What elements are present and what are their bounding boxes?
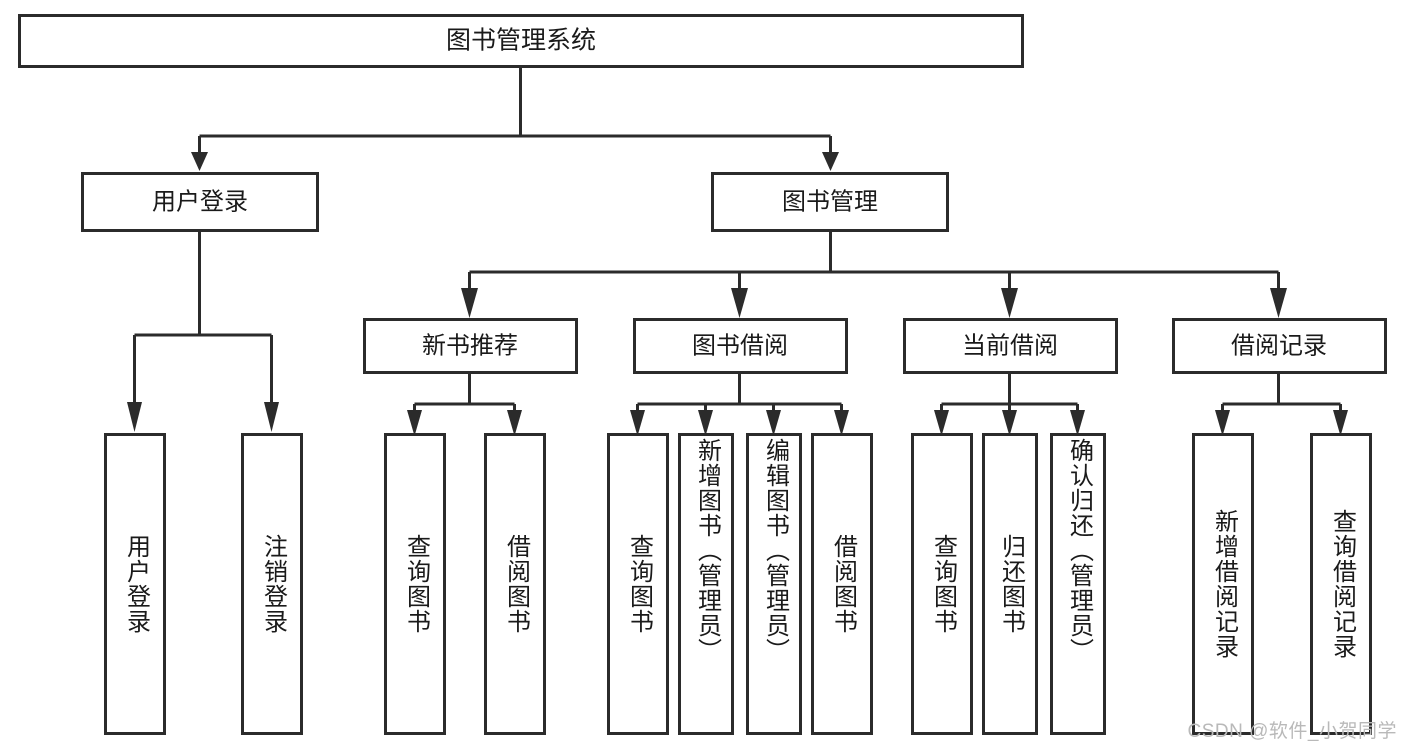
leaf-add-record-box[interactable] <box>1192 433 1254 735</box>
leaf-query-book-1-box[interactable] <box>384 433 446 735</box>
arrow-head-current-borrow <box>1001 288 1018 318</box>
arrow-head-user-login <box>191 152 208 171</box>
node-root[interactable]: 图书管理系统 <box>18 14 1024 68</box>
leaf-logout-login-box[interactable] <box>241 433 303 735</box>
leaf-add-book-box[interactable] <box>678 433 734 735</box>
node-borrow-record-box[interactable] <box>1172 318 1387 374</box>
connectors-root-to-level2 <box>191 67 839 171</box>
leaf-return-book-box[interactable] <box>982 433 1038 735</box>
arrow-head-leaf-edit-book <box>766 410 781 436</box>
node-root-label: 图书管理系统 <box>446 27 596 55</box>
arrow-head-leaf-query-book-1 <box>407 410 422 436</box>
arrow-head-leaf-borrow-book-1 <box>507 410 522 436</box>
node-current-borrow-box[interactable] <box>903 318 1118 374</box>
connectors-user-login-to-leaves <box>127 232 279 432</box>
node-new-book-recommend-label: 新书推荐 <box>422 332 518 359</box>
leaf-boxes <box>104 433 1372 735</box>
connectors-book-borrow-to-leaves <box>630 373 849 436</box>
leaf-confirm-return-box[interactable] <box>1050 433 1106 735</box>
leaf-borrow-book-1-box[interactable] <box>484 433 546 735</box>
node-book-borrow-box[interactable] <box>633 318 848 374</box>
node-book-borrow-label: 图书借阅 <box>692 332 788 359</box>
node-new-book-recommend-box[interactable] <box>363 318 578 374</box>
node-book-borrow[interactable]: 图书借阅 <box>633 318 848 374</box>
arrow-head-borrow-record <box>1270 288 1287 318</box>
node-book-management-box[interactable] <box>711 172 949 232</box>
node-borrow-record[interactable]: 借阅记录 <box>1172 318 1387 374</box>
arrow-head-book-management <box>822 152 839 171</box>
connectors-current-borrow-to-leaves <box>934 373 1085 436</box>
leaf-user-login-box[interactable] <box>104 433 166 735</box>
node-new-book-recommend[interactable]: 新书推荐 <box>363 318 578 374</box>
node-user-login-label: 用户登录 <box>152 188 248 215</box>
arrow-head-leaf-add-book <box>698 410 713 436</box>
node-root-box[interactable] <box>18 14 1024 68</box>
leaf-edit-book-box[interactable] <box>746 433 802 735</box>
connectors-new-book-recommend-to-leaves <box>407 373 522 436</box>
arrow-head-leaf-borrow-book-2 <box>834 410 849 436</box>
connectors-borrow-record-to-leaves <box>1215 373 1348 436</box>
node-current-borrow-label: 当前借阅 <box>962 332 1058 359</box>
csdn-watermark: CSDN @软件_小贺同学 <box>1187 721 1397 742</box>
arrow-head-new-book-recommend <box>461 288 478 318</box>
leaf-query-record-box[interactable] <box>1310 433 1372 735</box>
node-borrow-record-label: 借阅记录 <box>1231 332 1327 359</box>
node-user-login[interactable]: 用户登录 <box>81 172 319 232</box>
arrow-head-leaf-query-record <box>1333 410 1348 436</box>
arrow-head-leaf-query-book-3 <box>934 410 949 436</box>
arrow-head-leaf-add-record <box>1215 410 1230 436</box>
arrow-head-leaf-confirm-return <box>1070 410 1085 436</box>
leaf-query-book-3-box[interactable] <box>911 433 973 735</box>
node-user-login-box[interactable] <box>81 172 319 232</box>
node-book-management-label: 图书管理 <box>782 188 878 215</box>
arrow-head-leaf-return-book <box>1002 410 1017 436</box>
leaf-query-book-2-box[interactable] <box>607 433 669 735</box>
arrow-head-book-borrow <box>731 288 748 318</box>
arrow-head-leaf-user-login <box>127 402 142 432</box>
arrow-head-leaf-query-book-2 <box>630 410 645 436</box>
connectors-book-management-to-level3 <box>461 232 1287 318</box>
node-book-management[interactable]: 图书管理 <box>711 172 949 232</box>
node-current-borrow[interactable]: 当前借阅 <box>903 318 1118 374</box>
arrow-head-leaf-logout-login <box>264 402 279 432</box>
leaf-borrow-book-2-box[interactable] <box>811 433 873 735</box>
